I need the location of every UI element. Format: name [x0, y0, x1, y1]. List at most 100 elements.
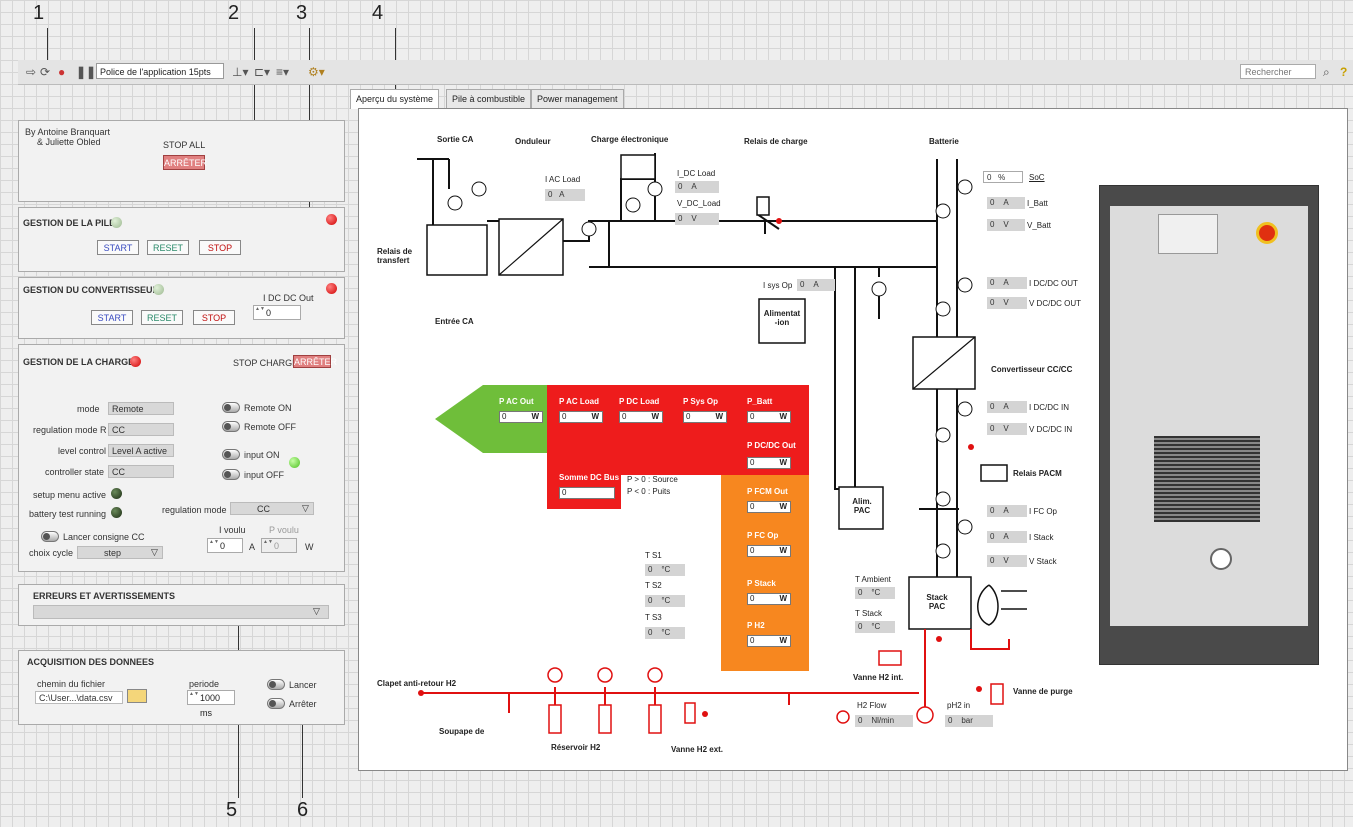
charge-status-led: [130, 356, 141, 367]
t-stack-field: 0 °C: [855, 621, 895, 633]
stop-all-label: STOP ALL: [163, 140, 206, 150]
pvoulu-input[interactable]: 0: [261, 538, 297, 553]
acquisition-panel: ACQUISITION DES DONNEES chemin du fichie…: [18, 650, 345, 725]
pile-reset-button[interactable]: RESET: [147, 240, 189, 255]
tab-apercu[interactable]: Aperçu du système: [350, 89, 440, 109]
stop-all-button[interactable]: ARRÊTER: [163, 155, 207, 170]
remote-off-toggle[interactable]: [222, 421, 240, 432]
align-icon[interactable]: ⊥▾: [232, 65, 249, 79]
pile-start-button[interactable]: START: [97, 240, 139, 255]
idc-dc-out-label: I DC DC Out: [263, 293, 314, 303]
callout-line-1: [47, 28, 48, 62]
ts3-label: T S3: [645, 613, 662, 622]
remote-off-label: Remote OFF: [244, 422, 297, 432]
soc-field[interactable]: 0 %: [983, 171, 1023, 183]
errors-title: ERREURS ET AVERTISSEMENTS: [33, 591, 176, 601]
reg-mode-chevron-down-icon[interactable]: ▽: [302, 503, 309, 513]
reorder-icon[interactable]: ⚙▾: [308, 65, 325, 79]
setup-menu-led: [111, 488, 122, 499]
search-icon[interactable]: ⌕: [1323, 65, 1330, 79]
stop-charge-button[interactable]: ARRÊTER: [293, 355, 338, 368]
distribute-icon[interactable]: ⊏▾: [254, 65, 271, 79]
input-off-toggle[interactable]: [222, 469, 240, 480]
ts3-field: 0 °C: [645, 627, 685, 639]
input-on-toggle[interactable]: [222, 449, 240, 460]
search-input[interactable]: Rechercher: [1240, 64, 1316, 79]
pacload-label: P AC Load: [559, 397, 600, 406]
pdcload-label: P DC Load: [619, 397, 660, 406]
vdc-load-label: V_DC_Load: [677, 199, 721, 208]
cabinet-image: [1099, 185, 1319, 665]
toolbar: ⇨ ⟳ ● ❚❚ Police de l'application 15pts ⊥…: [18, 60, 1353, 85]
idc-dc-out-input[interactable]: 0: [253, 305, 301, 320]
pvoulu-unit: W: [305, 542, 314, 552]
reg-mode-label: regulation mode: [162, 505, 227, 515]
resize-icon[interactable]: ≡▾: [276, 65, 290, 79]
choix-cycle-select[interactable]: step: [77, 546, 163, 559]
ts2-field: 0 °C: [645, 595, 685, 607]
converter-start-button[interactable]: START: [91, 310, 133, 325]
h2flow-field: 0 Nl/min: [855, 715, 913, 727]
mode-field: Remote: [108, 402, 174, 415]
browse-folder-icon[interactable]: [127, 689, 147, 703]
tab-pile[interactable]: Pile à combustible: [446, 89, 532, 108]
somme-field: 0: [559, 487, 615, 499]
converter-reset-button[interactable]: RESET: [141, 310, 183, 325]
errors-dropdown[interactable]: [33, 605, 329, 619]
cabinet-emergency-stop-icon: [1256, 222, 1278, 244]
relais-charge-label: Relais de charge: [744, 137, 808, 146]
pvoulu-label: P voulu: [269, 525, 299, 535]
lancer-toggle[interactable]: [267, 679, 285, 690]
reg-mode-select[interactable]: CC: [230, 502, 314, 515]
soc-label: SoC: [1029, 173, 1045, 182]
idcdcout-label: I DC/DC OUT: [1029, 279, 1078, 288]
ivoulu-input[interactable]: 0: [207, 538, 243, 553]
font-select[interactable]: Police de l'application 15pts: [96, 63, 224, 79]
input-off-label: input OFF: [244, 470, 285, 480]
somme-box: [547, 463, 621, 509]
abort-icon[interactable]: ●: [58, 65, 66, 79]
lancer-cc-label: Lancer consigne CC: [63, 532, 145, 542]
arreter-toggle[interactable]: [267, 698, 285, 709]
errors-chevron-down-icon[interactable]: ▽: [313, 606, 320, 616]
isysop-label: I sys Op: [763, 281, 793, 290]
idcdcout-field: 0 A: [987, 277, 1027, 289]
tab-power[interactable]: Power management: [531, 89, 624, 108]
help-icon[interactable]: ?: [1340, 65, 1348, 79]
cycle-chevron-down-icon[interactable]: ▽: [151, 547, 158, 557]
run-arrow-icon[interactable]: ⇨: [26, 65, 37, 79]
ts2-label: T S2: [645, 581, 662, 590]
periode-label: periode: [189, 679, 220, 689]
source-label: P > 0 : Source: [627, 475, 678, 484]
periode-input[interactable]: 1000 ms: [187, 690, 235, 718]
remote-on-toggle[interactable]: [222, 402, 240, 413]
pause-icon[interactable]: ❚❚: [76, 65, 97, 79]
pile-panel: GESTION DE LA PILE START RESET STOP: [18, 207, 345, 272]
idcdcin-field: 0 A: [987, 401, 1027, 413]
callout-3: 3: [296, 2, 308, 24]
stop-charge-label: STOP CHARGE: [233, 358, 299, 368]
converter-stop-button[interactable]: STOP: [193, 310, 235, 325]
ts1-field: 0 °C: [645, 564, 685, 576]
idc-load-field: 0 A: [675, 181, 719, 193]
convertisseur-label: Convertisseur CC/CC: [991, 365, 1073, 374]
pile-stop-button[interactable]: STOP: [199, 240, 241, 255]
vdcdcin-field: 0 V: [987, 423, 1027, 435]
stack-pac-label: Stack PAC: [926, 593, 948, 611]
vanne-h2-ext-label: Vanne H2 ext.: [671, 745, 724, 754]
power-green-arrow: [435, 385, 547, 453]
vanne-purge-label: Vanne de purge: [1013, 687, 1073, 696]
iac-load-field: 0 A: [545, 189, 585, 201]
path-field[interactable]: C:\User...\data.csv: [35, 691, 123, 704]
converter-alarm-led: [326, 283, 337, 294]
t-stack-label: T Stack: [855, 609, 882, 618]
vbatt-label: V_Batt: [1027, 221, 1052, 230]
choix-cycle-label: choix cycle: [29, 548, 74, 558]
lancer-cc-toggle[interactable]: [41, 531, 59, 542]
wiring-svg: [417, 153, 1027, 734]
run-continuous-icon[interactable]: ⟳: [40, 65, 51, 79]
